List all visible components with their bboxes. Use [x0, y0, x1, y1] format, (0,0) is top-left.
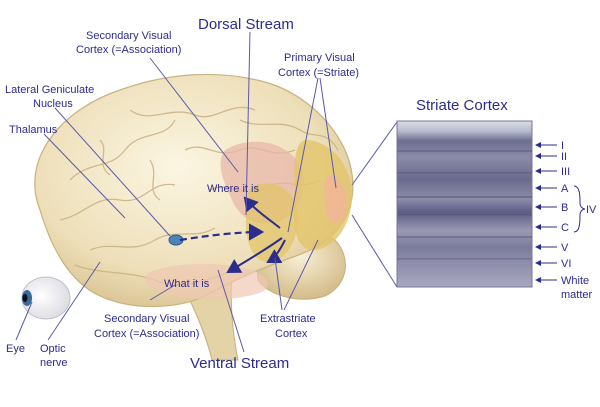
leader-primary-2	[319, 77, 337, 189]
pupil	[22, 294, 28, 302]
primary-visual-pole	[324, 175, 347, 223]
extrastriate-line2: Cortex	[275, 328, 308, 340]
primary-visual-area	[293, 140, 352, 251]
eye-illustration	[21, 276, 71, 320]
secondary-visual-bottom-line2: Cortex (=Association)	[94, 328, 199, 340]
secondary-visual-top-line1: Secondary Visual	[86, 30, 171, 42]
leader-secondary-top	[149, 57, 239, 173]
leader-lgn	[54, 107, 171, 237]
primary-visual-line2: Cortex (=Striate)	[278, 67, 359, 79]
leader-primary-1	[287, 77, 319, 233]
white-matter-line2: matter	[561, 289, 593, 301]
leader-zoom-top	[351, 121, 398, 186]
layer-iii-label: III	[561, 166, 570, 178]
striate-cortex-title: Striate Cortex	[416, 97, 508, 114]
layer-i-label: I	[561, 140, 564, 152]
layer-b-label: B	[561, 202, 568, 214]
leader-dorsal	[245, 31, 251, 216]
what-it-is-label: What it is	[164, 278, 210, 290]
layer-iv-brace	[573, 185, 586, 233]
dorsal-stream-arrow	[243, 196, 281, 229]
visual-pathway	[179, 196, 286, 274]
layer-markers	[535, 142, 557, 283]
secondary-visual-top-line2: Cortex (=Association)	[76, 44, 181, 56]
extrastriate-arrow	[266, 239, 286, 263]
thalamus-label: Thalamus	[9, 124, 58, 136]
primary-visual-line1: Primary Visual	[284, 52, 355, 64]
optic-nerve-line1: Optic	[40, 343, 66, 355]
white-matter-line1: White	[561, 275, 589, 287]
brain-illustration	[34, 73, 354, 361]
layer-iv-label: IV	[586, 204, 597, 216]
leader-extrastriate-2	[283, 239, 319, 311]
leader-lines	[15, 31, 398, 353]
tissue-texture	[397, 150, 532, 260]
layer-a-label: A	[561, 183, 569, 195]
lgn-line1: Lateral Geniculate	[5, 84, 94, 96]
dorsal-stream-label: Dorsal Stream	[198, 16, 294, 33]
layer-c-label: C	[561, 222, 569, 234]
striate-cortex-inset: Striate Cortex I II III A B C V	[396, 97, 597, 301]
leader-thalamus	[43, 133, 126, 219]
secondary-visual-bottom-line1: Secondary Visual	[104, 313, 189, 325]
leader-optic	[47, 261, 101, 341]
layer-vi-label: VI	[561, 258, 571, 270]
eye-label: Eye	[6, 343, 25, 355]
striate-tissue-sample	[396, 120, 533, 288]
leader-extrastriate-1	[274, 257, 283, 311]
layer-ii-label: II	[561, 151, 567, 163]
lgn-line2: Nucleus	[33, 98, 73, 110]
leader-eye	[15, 301, 33, 341]
leader-ventral	[217, 269, 245, 353]
extrastriate-line1: Extrastriate	[260, 313, 316, 325]
leader-zoom-bottom	[351, 214, 398, 288]
leader-secondary-bottom	[149, 284, 176, 301]
ventral-stream-label: Ventral Stream	[190, 355, 289, 372]
ventral-stream-arrow	[226, 237, 283, 274]
optic-nerve-line2: nerve	[40, 357, 68, 369]
where-it-is-label: Where it is	[207, 183, 259, 195]
layer-v-label: V	[561, 242, 569, 254]
